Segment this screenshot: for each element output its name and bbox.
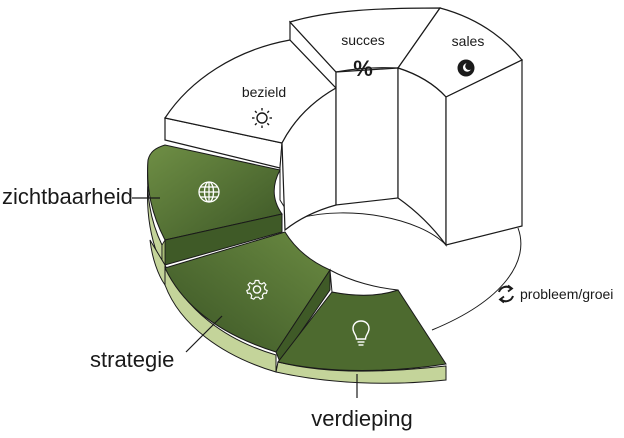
lightbulb-icon: [352, 320, 370, 346]
label-probleem-groei: probleem/groei: [520, 286, 613, 302]
ring-outline-lower-right: [431, 227, 522, 331]
sun-icon: [252, 108, 272, 128]
percent-icon: %: [353, 56, 373, 81]
globe-icon: [198, 181, 220, 203]
label-verdieping: verdieping: [311, 406, 413, 431]
ring-inner-outline: [299, 212, 447, 246]
segment-verdieping: [275, 269, 447, 384]
label-sales: sales: [452, 33, 485, 49]
segment-sales: [397, 7, 523, 247]
label-strategie: strategie: [90, 347, 174, 372]
label-zichtbaarheid: zichtbaarheid: [2, 184, 133, 209]
moon-icon: [457, 59, 475, 77]
segment-succes: [288, 7, 442, 206]
gear-icon: [246, 279, 268, 300]
refresh-icon: [498, 284, 514, 304]
label-succes: succes: [341, 32, 385, 48]
label-bezield: bezield: [242, 84, 286, 100]
leader-strategie: [185, 315, 223, 353]
